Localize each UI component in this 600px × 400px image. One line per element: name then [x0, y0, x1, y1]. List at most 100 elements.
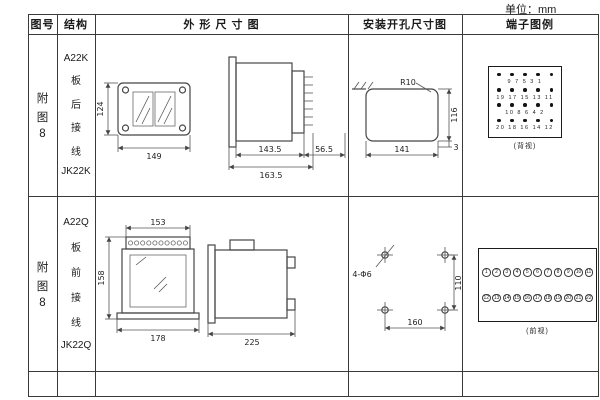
dim-side-depth: 225: [244, 338, 259, 347]
terminal-number-row: 10 8 6 4 2: [505, 109, 545, 116]
fig-no-char: 8: [39, 128, 46, 140]
terminal-circle: 14: [502, 293, 511, 302]
terminal-circle: 17: [533, 293, 542, 302]
terminal-circle: 16: [523, 293, 532, 302]
header-install: 安装开孔尺寸图: [363, 19, 447, 31]
terminal-circle: 11: [584, 268, 593, 277]
table-border: [57, 14, 58, 397]
structure-line: 前: [71, 267, 81, 279]
terminal-circle: 22: [584, 293, 593, 302]
relay-front-view: [117, 82, 191, 136]
panel-cutout: [352, 81, 439, 142]
structure-line: 线: [71, 318, 81, 330]
terminal-caption-row1: (背视): [513, 143, 537, 150]
terminal-circle: 8: [553, 268, 563, 277]
fig-no-row2: 附 图 8: [28, 197, 57, 371]
relay-side-view: [207, 239, 296, 324]
fig-no-char: 8: [39, 297, 46, 309]
terminal-circle: 5: [523, 268, 532, 277]
terminal-dot-row: [494, 118, 556, 123]
fig-no-row1: 附 图 8: [28, 34, 57, 196]
table-border: [348, 14, 349, 397]
terminal-dot-row: [494, 88, 556, 92]
fig-no-char: 附: [36, 93, 49, 105]
dim-offset: 3: [453, 143, 458, 152]
terminal-circle: 21: [574, 293, 583, 302]
dim-hole-spacing-v: 110: [454, 275, 463, 290]
terminal-number-row: 19 17 15 13 11: [496, 94, 554, 101]
terminal-circle: 1: [482, 268, 491, 277]
terminal-circle: 6: [533, 268, 542, 277]
dim-hole-callout: 4-Φ6: [352, 270, 371, 279]
table-border: [28, 14, 29, 397]
fig-no-char: 图: [36, 281, 49, 293]
table-border: [462, 14, 463, 397]
table-border: [28, 14, 599, 15]
terminal-circle: 20: [564, 293, 573, 302]
terminal-circle: 19: [553, 293, 563, 302]
unit-label: 单位：mm: [505, 4, 557, 16]
table-border: [95, 14, 96, 397]
table-border: [598, 14, 599, 397]
structure-line: JK22K: [61, 166, 91, 178]
structure-line: 接: [71, 293, 81, 305]
terminal-circle: 9: [564, 268, 573, 277]
dim-side-depth3: 56.5: [315, 145, 333, 154]
terminal-circle: 4: [512, 268, 522, 277]
dim-front-top-width: 153: [150, 218, 165, 227]
dim-side-depth2: 163.5: [260, 171, 283, 180]
structure-line: 后: [71, 99, 81, 111]
terminal-number-row: 20 18 16 14 12: [496, 125, 554, 131]
header-outline: 外 形 尺 寸 图: [183, 19, 260, 31]
structure-line: 板: [71, 76, 81, 88]
table-border: [28, 196, 599, 197]
terminal-dot-row: [494, 103, 556, 107]
terminal-circle: 2: [492, 268, 501, 277]
mounting-holes: [377, 247, 453, 318]
terminal-caption-row2: (前视): [526, 328, 549, 335]
header-fig-no: 图号: [30, 19, 55, 31]
terminal-circle: 13: [492, 293, 501, 302]
dim-corner-radius: R10: [400, 78, 416, 87]
header-structure: 结构: [64, 19, 88, 31]
structure-line: 板: [71, 242, 81, 254]
dim-side-depth1: 143.5: [259, 145, 282, 154]
terminal-circle: 18: [543, 293, 552, 302]
terminal-dot-row: [494, 72, 556, 77]
relay-side-view: [228, 56, 313, 148]
terminal-circle: 10: [574, 268, 583, 277]
outline-drawing-row1: 124 149 143.5 56.5 163.5: [96, 56, 346, 180]
structure-row2: A22Q 板 前 接 线 JK22Q: [57, 197, 95, 371]
structure-line: JK22Q: [60, 339, 92, 351]
terminal-diagram-row1: 9 7 5 3 1 19 17 15 13 11 10 8 6 4 2 20 1…: [488, 66, 562, 138]
dim-front-height: 158: [97, 270, 106, 285]
table-border: [28, 34, 599, 35]
structure-line: 线: [71, 146, 81, 158]
relay-front-view: [116, 236, 200, 320]
table-border: [28, 396, 599, 397]
dim-cutout-width: 141: [394, 145, 409, 154]
install-drawing-row2: 4-Φ6 110 160: [352, 244, 463, 331]
dim-front-height: 124: [96, 101, 105, 116]
terminal-circle: 12: [482, 293, 491, 302]
terminal-circle: 15: [512, 293, 522, 302]
dim-front-bottom-width: 178: [150, 334, 165, 343]
dim-hole-spacing-h: 160: [407, 318, 422, 327]
structure-line: 接: [71, 123, 81, 135]
dim-front-width: 149: [146, 152, 161, 161]
header-terminal: 端子图例: [506, 19, 554, 31]
terminal-number-row: 9 7 5 3 1: [507, 79, 543, 86]
terminal-circle: 7: [543, 268, 552, 277]
fig-no-char: 附: [36, 262, 49, 274]
terminal-circle: 3: [502, 268, 511, 277]
structure-line: A22Q: [63, 217, 89, 229]
fig-no-char: 图: [36, 112, 49, 124]
outline-drawing-row2: 153 158 178 225: [97, 218, 296, 347]
dim-cutout-height: 116: [450, 107, 459, 122]
install-drawing-row1: R10 141 116 3: [352, 78, 459, 158]
structure-line: A22K: [63, 52, 89, 64]
